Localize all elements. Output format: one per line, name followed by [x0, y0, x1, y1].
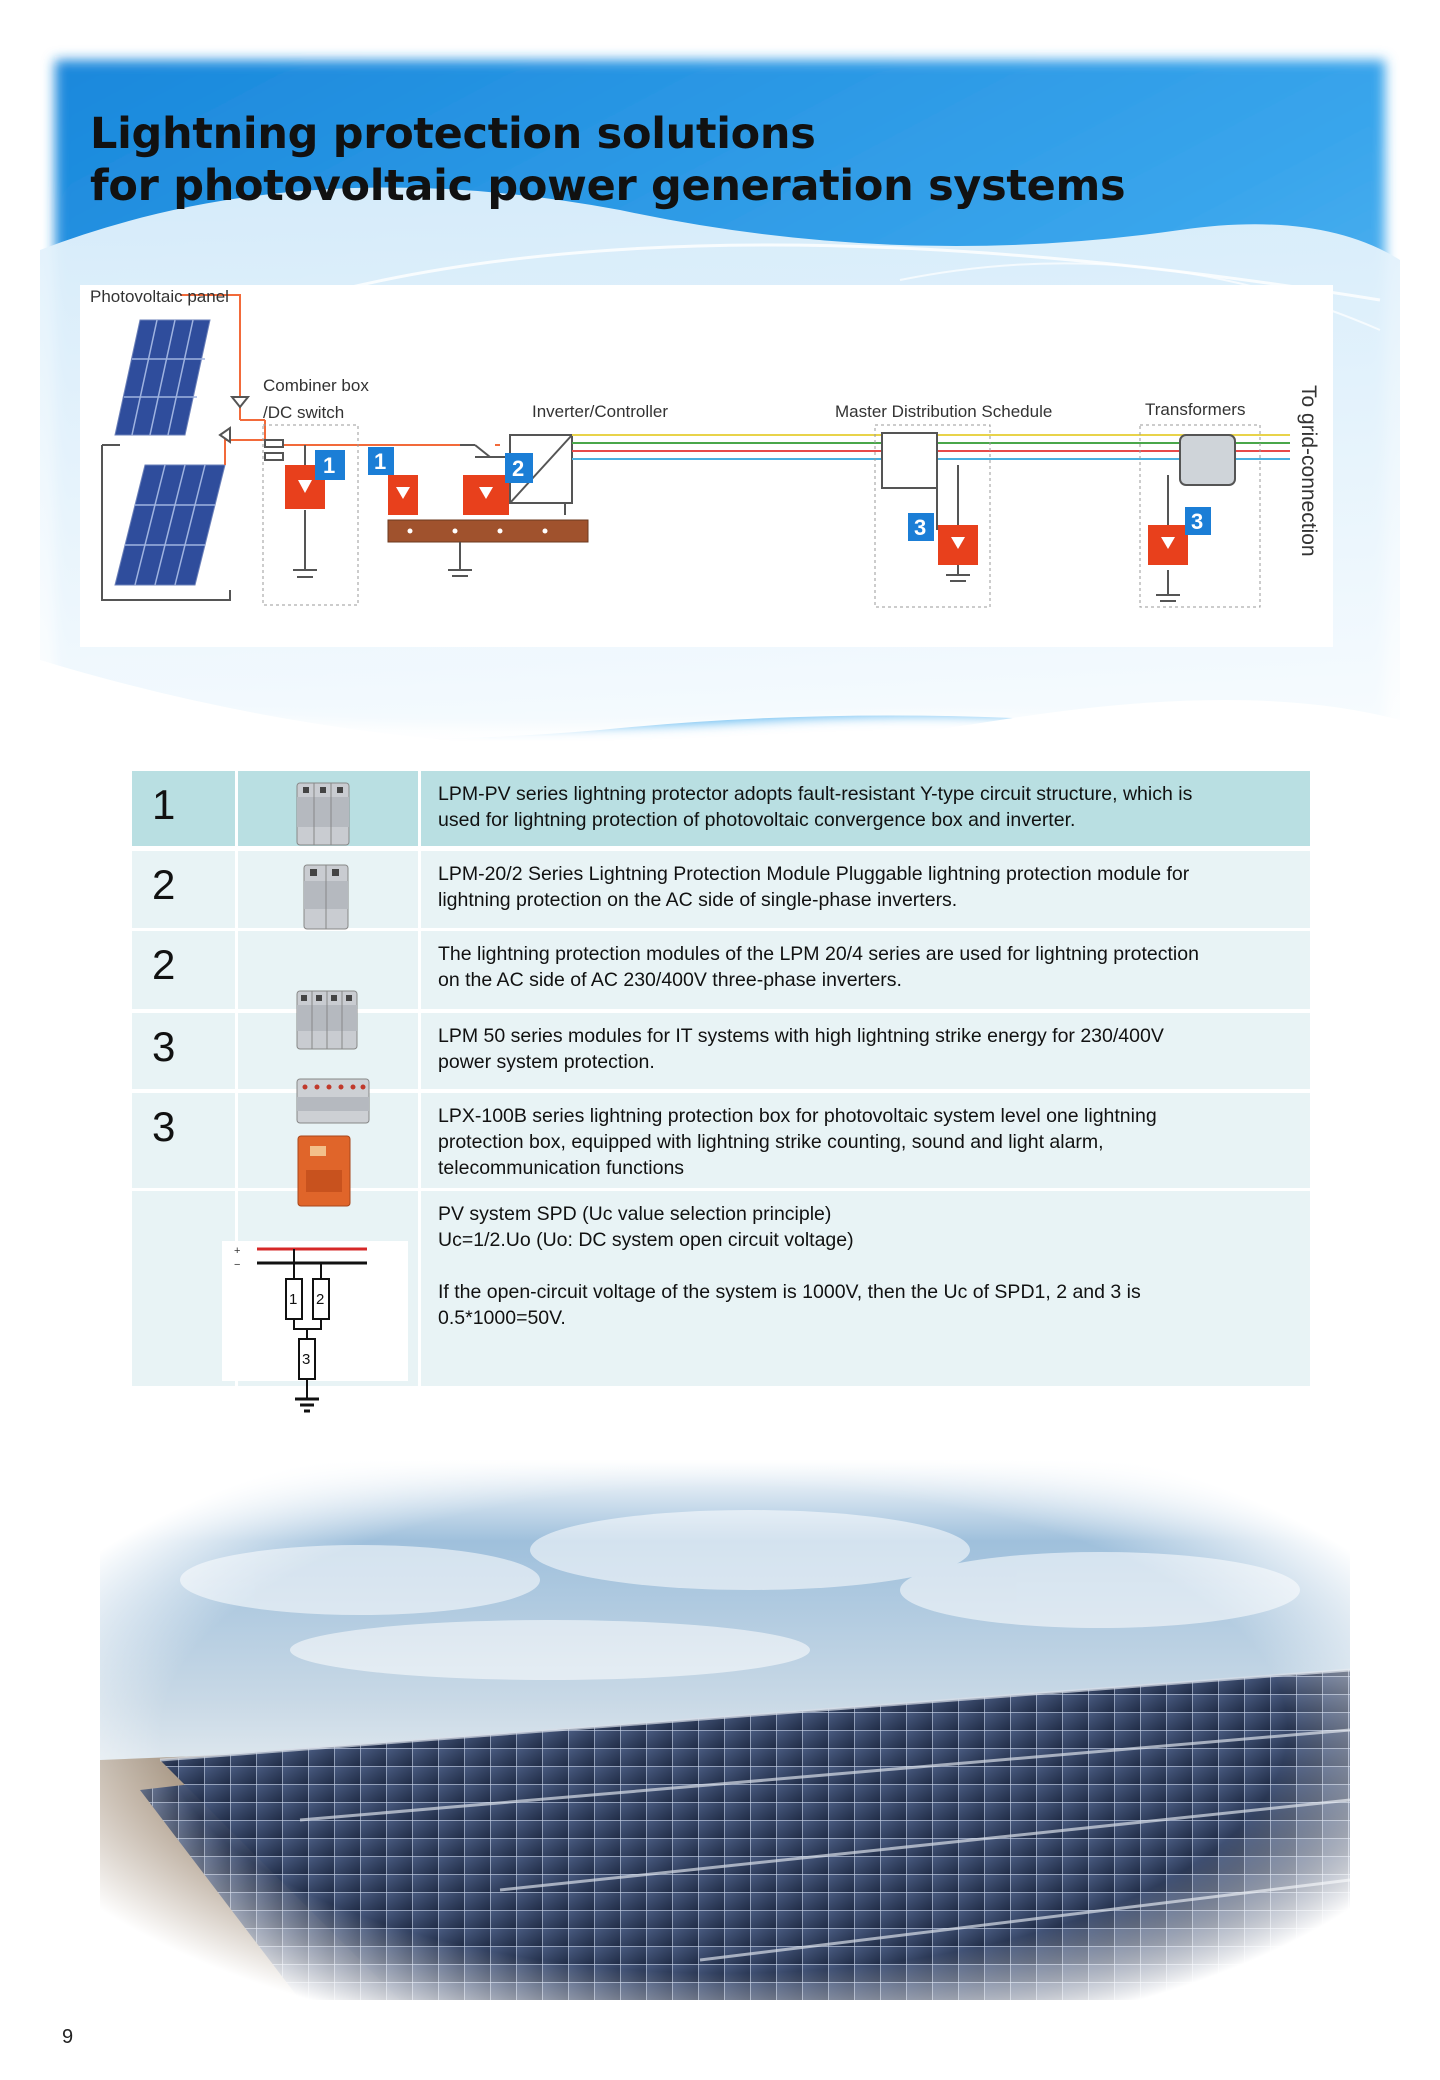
label-dc-switch: /DC switch	[263, 403, 344, 422]
spd-level-number: 3	[152, 1023, 176, 1070]
row-description: LPM-PV series lightning protector adopts…	[438, 781, 1290, 833]
spd-wiring-diagram: + − 1 2 3	[222, 1241, 408, 1413]
row-line: LPM 50 series modules for IT systems wit…	[438, 1025, 1164, 1047]
lpm-20-4-module-image	[296, 990, 358, 1050]
label-inverter: Inverter/Controller	[532, 402, 668, 421]
mds-box-outline	[874, 424, 991, 608]
plus-label: +	[234, 1245, 240, 1257]
row-line: 0.5*1000=50V.	[438, 1307, 566, 1329]
label-master-distribution: Master Distribution Schedule	[835, 402, 1052, 421]
row-line: PV system SPD (Uc value selection princi…	[438, 1203, 832, 1225]
lpm-pv-module-image	[296, 782, 350, 846]
row-description: LPX-100B series lightning protection box…	[438, 1103, 1290, 1181]
earthing-bar-icon	[387, 519, 589, 543]
spd-level-number: 2	[152, 941, 176, 988]
distribution-panel-icon	[881, 432, 938, 489]
title-line-1: Lightning protection solutions	[90, 109, 816, 159]
row-line: lightning protection on the AC side of s…	[438, 889, 958, 911]
transformer-box-outline	[1139, 424, 1261, 608]
uc-selection-note: PV system SPD (Uc value selection princi…	[438, 1201, 1290, 1331]
minus-label: −	[234, 1259, 240, 1271]
spd1-label: 1	[289, 1291, 297, 1308]
row-line: If the open-circuit voltage of the syste…	[438, 1281, 1141, 1303]
badge-spd1-combiner: 1	[323, 453, 335, 478]
page-title: Lightning protection solutions for photo…	[90, 108, 1126, 212]
spd2-label: 2	[316, 1291, 324, 1308]
table-row: 1 LPM-PV series lightning protector adop…	[132, 771, 1310, 846]
title-line-2: for photovoltaic power generation system…	[90, 161, 1126, 211]
row-line: protection box, equipped with lightning …	[438, 1131, 1104, 1153]
row-line: telecommunication functions	[438, 1157, 685, 1179]
row-line: power system protection.	[438, 1051, 655, 1073]
label-transformers: Transformers	[1145, 400, 1245, 419]
row-line: Uc=1/2.Uo (Uo: DC system open circuit vo…	[438, 1229, 854, 1251]
row-line: The lightning protection modules of the …	[438, 943, 1199, 965]
row-line: on the AC side of AC 230/400V three-phas…	[438, 969, 902, 991]
table-row: 2 LPM-20/2 Series Lightning Protection M…	[132, 851, 1310, 928]
row-description: LPM-20/2 Series Lightning Protection Mod…	[438, 861, 1290, 913]
badge-spd3-transformer: 3	[1191, 509, 1203, 534]
row-line: LPM-PV series lightning protector adopts…	[438, 783, 1193, 805]
lpx-100b-box-image	[297, 1135, 351, 1207]
badge-spd3-mds: 3	[914, 515, 926, 540]
spd-level-number: 1	[152, 781, 176, 828]
transformer-icon	[1179, 434, 1236, 486]
badge-spd2: 2	[512, 456, 524, 481]
table-row: 3 LPX-100B series lightning protection b…	[132, 1093, 1310, 1188]
page-number: 9	[62, 2026, 74, 2048]
spd-level-number: 2	[152, 861, 176, 908]
lpm-50-module-image	[296, 1078, 370, 1124]
row-line: used for lightning protection of photovo…	[438, 809, 1076, 831]
solar-farm-photo	[100, 1460, 1351, 2000]
table-row: 2 The lightning protection modules of th…	[132, 931, 1310, 1009]
row-description: LPM 50 series modules for IT systems wit…	[438, 1023, 1290, 1075]
label-combiner-box: Combiner box	[263, 376, 369, 395]
row-line: LPX-100B series lightning protection box…	[438, 1105, 1157, 1127]
spd3-label: 3	[302, 1351, 310, 1368]
spd-level-number: 3	[152, 1103, 176, 1150]
pv-system-diagram: Photovoltaic panel Combiner box /DC swit…	[80, 285, 1333, 647]
lpm-20-2-module-image	[303, 864, 349, 930]
label-photovoltaic-panel: Photovoltaic panel	[90, 287, 229, 306]
label-grid-connection: To grid-connection	[1297, 385, 1320, 557]
badge-spd1-inverter: 1	[374, 449, 386, 474]
row-description: The lightning protection modules of the …	[438, 941, 1290, 993]
pv-panel-icon	[114, 319, 226, 586]
row-line: LPM-20/2 Series Lightning Protection Mod…	[438, 863, 1190, 885]
